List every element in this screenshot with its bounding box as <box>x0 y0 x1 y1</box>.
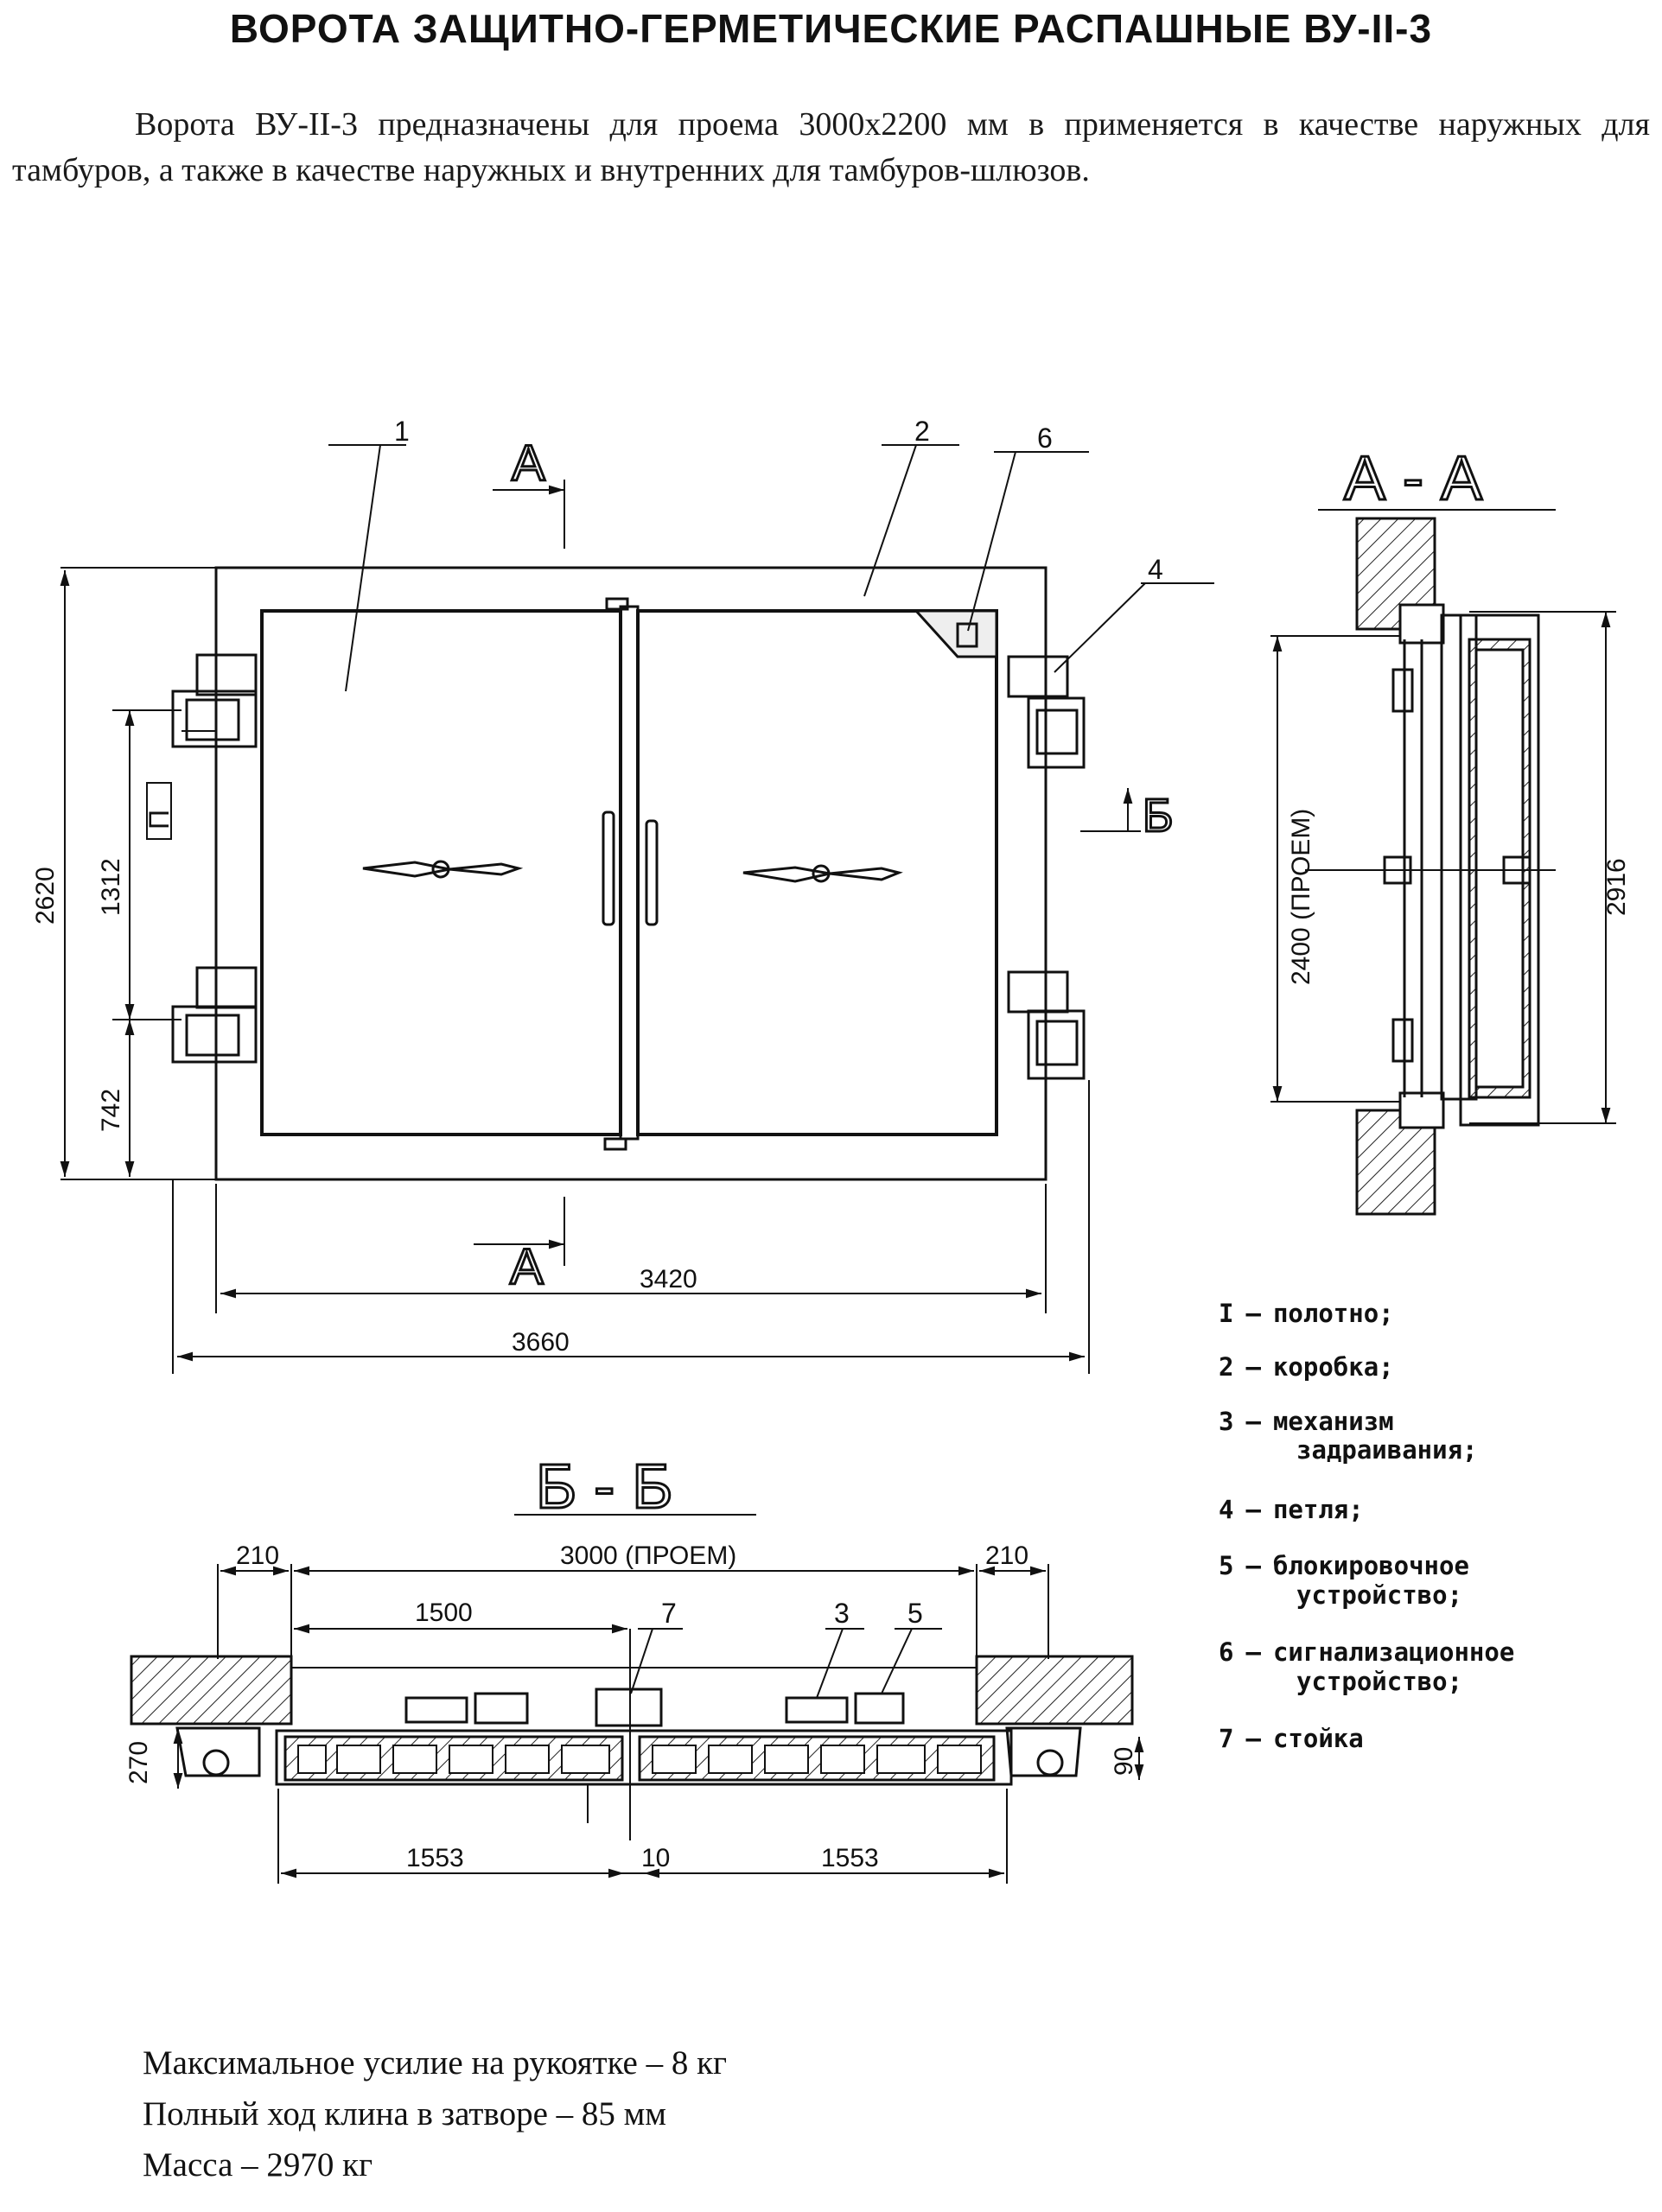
section-mark-a-bottom: А <box>510 1239 544 1295</box>
callout-6: 6 <box>1037 423 1053 454</box>
callout-3: 3 <box>834 1598 850 1629</box>
svg-text:4–петля;: 4–петля; <box>1219 1495 1364 1524</box>
spec-mass: Масса – 2970 кг <box>143 2146 373 2183</box>
intro-paragraph: Ворота ВУ-II-3 предназначены для проема … <box>12 106 1650 188</box>
callout-5: 5 <box>907 1598 923 1629</box>
specifications: Максимальное усилие на рукоятке – 8 кг П… <box>143 2037 727 2190</box>
dim-bb-half: 1500 <box>415 1599 473 1627</box>
dim-lower: 742 <box>97 1089 125 1132</box>
dim-bb-leaf-right: 1553 <box>821 1844 879 1872</box>
spec-wedge-travel: Полный ход клина в затворе – 85 мм <box>143 2095 666 2133</box>
dim-bb-left-jamb: 210 <box>236 1541 279 1570</box>
dim-bb-depth-right: 90 <box>1110 1747 1138 1776</box>
dim-outer-width: 3660 <box>512 1328 570 1357</box>
front-view <box>60 566 1086 1181</box>
section-mark-a-top: А <box>512 435 545 492</box>
svg-text:устройство;: устройство; <box>1296 1667 1462 1696</box>
section-bb-title: Б - Б <box>536 1452 672 1522</box>
svg-text:5–блокировочное: 5–блокировочное <box>1219 1551 1469 1580</box>
svg-text:устройство;: устройство; <box>1296 1580 1462 1610</box>
svg-text:I–полотно;: I–полотно; <box>1219 1299 1394 1328</box>
dim-aa-opening: 2400 (ПРОЕМ) <box>1287 809 1315 985</box>
dim-bb-opening: 3000 (ПРОЕМ) <box>560 1541 736 1570</box>
gate-frame <box>214 566 1048 1181</box>
front-dimensions <box>60 444 1214 1374</box>
legend: I–полотно; 2–коробка; 3–механизм задраив… <box>1219 1299 1514 1753</box>
svg-text:2–коробка;: 2–коробка; <box>1219 1352 1394 1382</box>
svg-text:6–сигнализационное: 6–сигнализационное <box>1219 1637 1514 1667</box>
section-mark-b-side: Б <box>1143 790 1173 842</box>
svg-text:задраивания;: задраивания; <box>1296 1435 1478 1465</box>
dim-side-mark: П <box>143 810 175 830</box>
callout-2: 2 <box>914 416 930 447</box>
callout-1: 1 <box>394 416 410 447</box>
dim-bb-right-jamb: 210 <box>985 1541 1028 1570</box>
dim-inner-width: 3420 <box>640 1265 697 1294</box>
section-bb <box>130 1514 1134 1840</box>
svg-text:3–механизм: 3–механизм <box>1219 1407 1394 1436</box>
dim-bb-gap: 10 <box>641 1844 670 1872</box>
page-title: ВОРОТА ЗАЩИТНО-ГЕРМЕТИЧЕСКИЕ РАСПАШНЫЕ В… <box>229 6 1433 51</box>
dim-mid: 1312 <box>97 858 125 916</box>
left-leaf <box>260 609 622 1136</box>
spec-handle-force: Максимальное усилие на рукоятке – 8 кг <box>143 2044 728 2082</box>
right-leaf <box>636 609 998 1136</box>
callout-4: 4 <box>1148 554 1163 585</box>
hinge <box>195 653 258 696</box>
dim-height: 2620 <box>31 867 60 925</box>
callout-7: 7 <box>661 1598 677 1629</box>
section-aa <box>1305 509 1556 1216</box>
svg-text:7–стойка: 7–стойка <box>1219 1724 1364 1753</box>
dim-aa-overall: 2916 <box>1602 858 1631 916</box>
dim-bb-leaf-left: 1553 <box>406 1844 464 1872</box>
section-aa-title: А - А <box>1344 444 1482 513</box>
dim-bb-depth-left: 270 <box>124 1741 153 1784</box>
central-post <box>619 605 640 1141</box>
